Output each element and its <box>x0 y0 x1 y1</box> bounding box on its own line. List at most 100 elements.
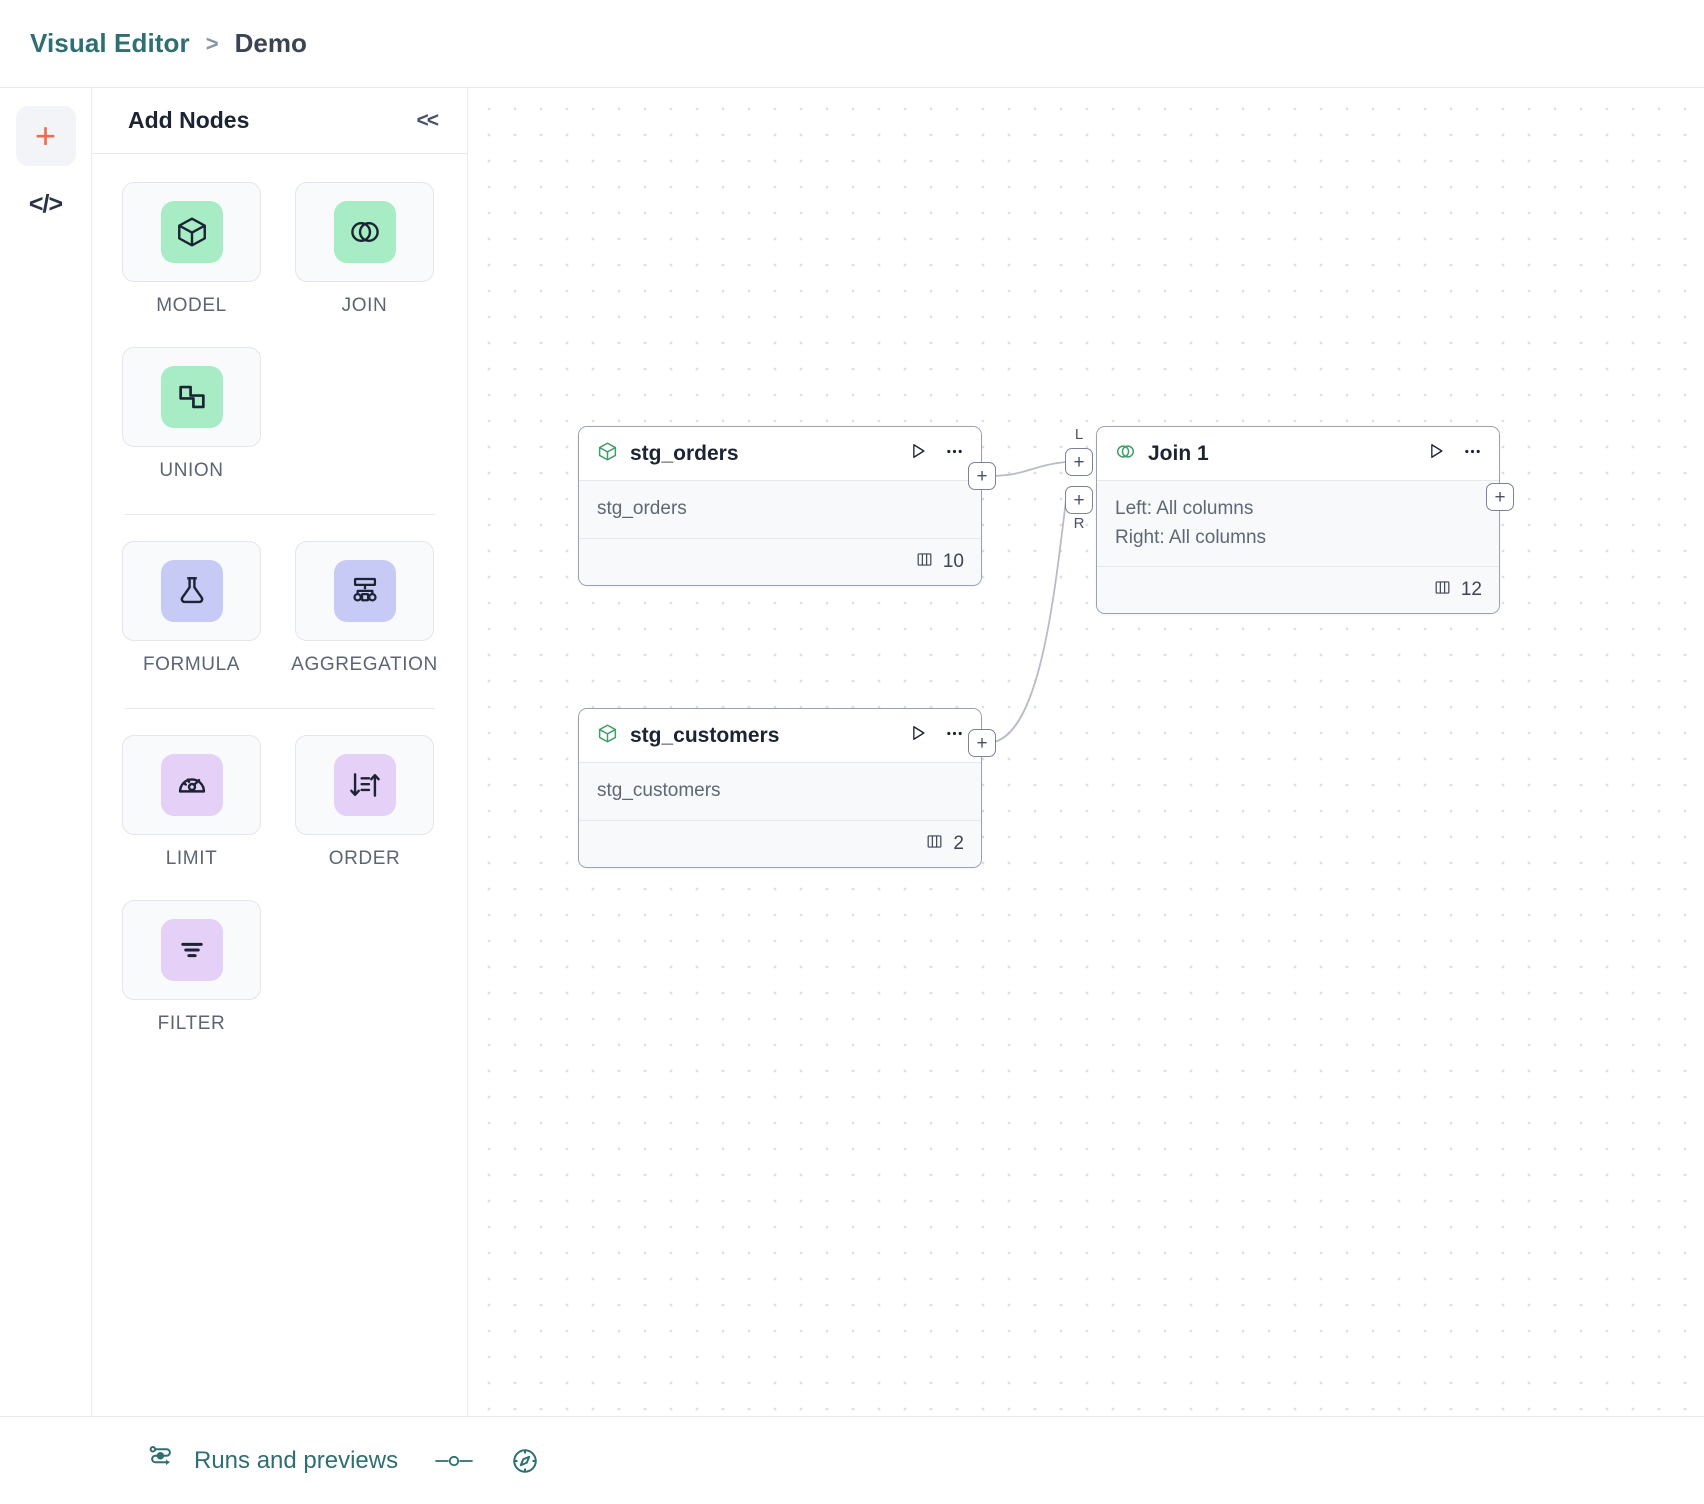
output-handle-stg-orders[interactable]: + <box>968 462 996 490</box>
editor-body: + </> Add Nodes << <box>0 88 1704 1416</box>
palette-row: FILTER <box>122 900 437 1041</box>
node-title: stg_orders <box>630 441 739 465</box>
node-actions <box>1426 441 1483 467</box>
palette-item-join[interactable]: JOIN <box>295 182 434 317</box>
palette-tile <box>122 735 261 835</box>
palette-tile <box>122 347 261 447</box>
node-body: Left: All columns Right: All columns <box>1097 481 1499 567</box>
palette-tile <box>295 182 434 282</box>
palette-item-aggregation[interactable]: AGGREGATION <box>291 541 437 676</box>
flow-run-icon <box>146 1443 176 1478</box>
palette-tile <box>122 541 261 641</box>
node-body-line: stg_customers <box>597 780 721 801</box>
palette-item-union[interactable]: UNION <box>122 347 261 482</box>
slider-icon <box>435 1455 474 1466</box>
left-input-label: L <box>1074 426 1084 443</box>
palette-item-limit[interactable]: LIMIT <box>122 735 261 870</box>
breadcrumb-root-link[interactable]: Visual Editor <box>30 28 190 58</box>
runs-and-previews-button[interactable]: Runs and previews <box>146 1443 398 1478</box>
venn-icon <box>333 201 396 263</box>
palette-tile <box>122 900 261 1000</box>
flow-node-stg-customers[interactable]: stg_customers <box>578 708 982 868</box>
node-body-line-left: Left: All columns <box>1115 498 1254 519</box>
node-header: stg_orders <box>579 427 981 481</box>
output-handle-join-1[interactable]: + <box>1486 483 1514 511</box>
palette-item-label: UNION <box>159 460 224 481</box>
node-title: Join 1 <box>1148 441 1209 465</box>
collapse-panel-button[interactable]: << <box>416 108 438 132</box>
flow-node-join-1[interactable]: Join 1 <box>1096 426 1500 614</box>
palette-item-label: FORMULA <box>142 654 241 675</box>
add-nodes-panel-header: Add Nodes << <box>92 88 467 154</box>
flow-node-stg-orders[interactable]: stg_orders <box>578 426 982 586</box>
node-actions <box>908 441 965 467</box>
panel-title: Add Nodes <box>128 107 250 133</box>
node-actions <box>908 723 965 749</box>
palette-spacer <box>122 323 437 347</box>
node-header: stg_customers <box>579 709 981 763</box>
column-count: 2 <box>953 832 964 854</box>
flask-icon <box>160 560 223 622</box>
palette-row: FORMULA <box>122 541 437 682</box>
columns-icon <box>1433 578 1452 602</box>
node-title: stg_customers <box>630 723 780 747</box>
palette-item-label: LIMIT <box>165 848 218 869</box>
palette-divider <box>124 514 435 515</box>
node-body: stg_customers <box>579 763 981 821</box>
plus-icon: + <box>34 115 57 156</box>
output-handle-stg-customers[interactable]: + <box>968 729 996 757</box>
palette-item-filter[interactable]: FILTER <box>122 900 261 1035</box>
palette-tile <box>122 182 261 282</box>
play-icon[interactable] <box>1426 441 1446 466</box>
node-footer: 2 <box>579 820 981 867</box>
more-icon[interactable] <box>944 441 965 467</box>
filter-icon <box>160 919 223 981</box>
cube-icon <box>160 201 223 263</box>
column-count: 12 <box>1460 579 1482 600</box>
add-nodes-rail-button[interactable]: + <box>15 106 76 166</box>
code-view-rail-button[interactable]: </> <box>16 174 76 234</box>
play-icon[interactable] <box>908 441 928 466</box>
palette-item-formula[interactable]: FORMULA <box>122 541 261 676</box>
palette-item-order[interactable]: ORDER <box>295 735 434 870</box>
palette-row: UNION <box>122 347 437 488</box>
node-body-line: stg_orders <box>597 498 687 519</box>
runs-and-previews-label: Runs and previews <box>194 1446 399 1474</box>
play-icon[interactable] <box>908 723 928 748</box>
fit-view-button[interactable] <box>510 1446 540 1476</box>
more-icon[interactable] <box>1462 441 1483 467</box>
cube-icon <box>597 441 618 467</box>
venn-icon <box>1115 441 1136 467</box>
add-nodes-panel: Add Nodes << <box>92 88 468 1416</box>
left-input-handle-join-1[interactable]: + <box>1065 448 1093 476</box>
edge-customers-to-join-right <box>986 499 1067 744</box>
palette-row: LIMIT ORDER <box>122 735 437 876</box>
palette-divider <box>124 708 435 709</box>
node-header: Join 1 <box>1097 427 1499 481</box>
bottom-toolbar: Runs and previews <box>0 1416 1704 1504</box>
zoom-slider-control[interactable] <box>432 1448 476 1474</box>
palette-item-label: MODEL <box>156 295 227 316</box>
column-count: 10 <box>942 550 964 572</box>
palette-item-label: JOIN <box>341 295 388 316</box>
node-footer: 10 <box>579 538 981 585</box>
edge-orders-to-join-left <box>986 461 1067 477</box>
flow-canvas[interactable]: stg_orders <box>468 88 1704 1416</box>
breadcrumb-current-page: Demo <box>234 28 307 58</box>
palette-item-label: ORDER <box>328 848 401 869</box>
palette-spacer <box>122 876 437 900</box>
right-input-handle-join-1[interactable]: + <box>1065 486 1093 514</box>
palette-tile <box>295 541 434 641</box>
palette-item-model[interactable]: MODEL <box>122 182 261 317</box>
hierarchy-icon <box>333 560 396 622</box>
code-icon: </> <box>28 189 63 218</box>
gauge-icon <box>160 754 223 816</box>
palette-row: MODEL JOIN <box>122 182 437 323</box>
node-body: stg_orders <box>579 481 981 539</box>
left-icon-rail: + </> <box>0 88 92 1416</box>
node-palette: MODEL JOIN <box>92 154 467 1041</box>
palette-tile <box>295 735 434 835</box>
more-icon[interactable] <box>944 723 965 749</box>
right-input-label: R <box>1073 515 1085 532</box>
